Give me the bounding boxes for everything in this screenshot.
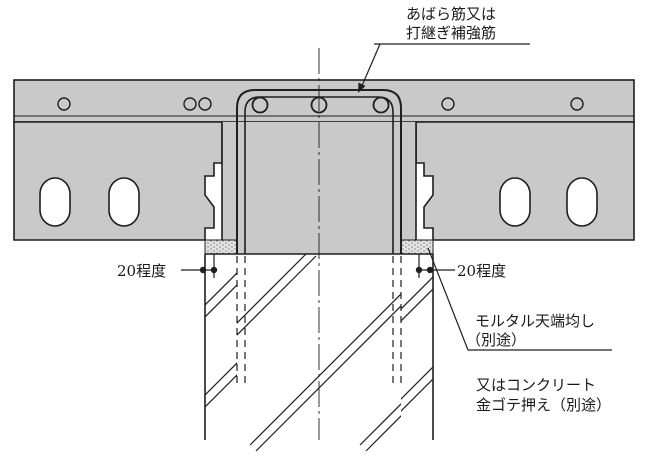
rebar-label-line2: 打継ぎ補強筋 [406, 24, 496, 42]
wall-hatch-right [401, 276, 433, 412]
main-rebar-left [251, 96, 269, 114]
dimension-left [181, 254, 218, 278]
rebar-dot [570, 97, 584, 111]
rebar-leader-arrow [358, 82, 366, 93]
mortar-label-line1: モルタル天端均し [475, 312, 595, 330]
main-rebar-right [372, 96, 390, 114]
mortar-label-line2: （別途） [466, 331, 526, 349]
mortar-leader-line [427, 247, 469, 351]
upper-slab [13, 79, 635, 123]
rebar-leader-line [360, 43, 381, 89]
hollow-core [108, 177, 140, 227]
hollow-core [39, 177, 71, 227]
gap-label-left: 20程度 [117, 262, 166, 280]
rebar-dot [183, 97, 197, 111]
trowel-label-line2: 金ゴテ押え（別途） [476, 396, 611, 414]
rebar-dot [441, 97, 455, 111]
mortar-bed-left [204, 239, 238, 255]
gap-label-right: 20程度 [457, 262, 506, 280]
rebar-label-line1: あばら筋又は [406, 5, 496, 23]
mortar-bed-right [400, 239, 434, 255]
wall-hatch-mid [237, 254, 401, 452]
rebar-dot [57, 97, 71, 111]
trowel-label-line1: 又はコンクリート [476, 376, 596, 394]
wall-hatch-left [205, 272, 237, 408]
rebar-dot [198, 97, 212, 111]
hollow-core [566, 177, 598, 227]
hollow-core [499, 177, 531, 227]
rebar-dashed [236, 256, 402, 388]
